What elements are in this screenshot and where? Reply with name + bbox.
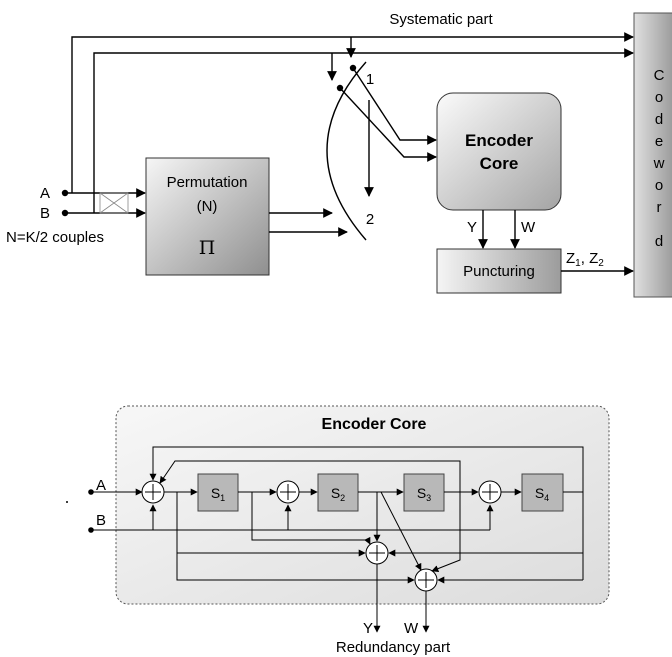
codeword-letter: w xyxy=(653,155,665,172)
switch-pos-2-label: 2 xyxy=(366,211,374,228)
svg-text:S3: S3 xyxy=(417,485,431,503)
core-out-w-label: W xyxy=(404,620,419,637)
permutation-label: Permutation xyxy=(167,174,248,191)
register-s3: S3 xyxy=(403,473,445,512)
svg-text:S1: S1 xyxy=(211,485,225,503)
stray-dot xyxy=(66,501,68,503)
top-diagram: Systematic part C o d e w o r d A B N=K xyxy=(6,11,672,298)
svg-text:S4: S4 xyxy=(535,485,549,503)
encoder-core-frame xyxy=(115,405,610,605)
codeword-letter: r xyxy=(657,199,662,216)
redundancy-label: Redundancy part xyxy=(336,639,451,656)
switch-to-encoder-1 xyxy=(352,67,437,145)
feedback-inner xyxy=(159,460,461,492)
s2-sub: 2 xyxy=(340,493,345,503)
core-out-y-label: Y xyxy=(363,620,373,637)
register-s2: S2 xyxy=(317,473,359,512)
out-y-label: Y xyxy=(467,219,477,236)
s3-to-w xyxy=(431,492,461,572)
permutation-block: Permutation (N) Π xyxy=(145,157,270,276)
switch-to-encoder-2 xyxy=(339,87,437,162)
input-a-label: A xyxy=(40,185,50,202)
adder-w xyxy=(414,568,438,592)
z-outputs-label: Z1, Z2 xyxy=(566,250,604,269)
input-b-label: B xyxy=(40,205,50,222)
systematic-line-a xyxy=(71,32,634,193)
adder-4 xyxy=(478,480,502,504)
s4-sub: 4 xyxy=(544,493,549,503)
codeword-letter: d xyxy=(655,111,663,128)
permutation-n-label: (N) xyxy=(197,198,218,215)
codeword-letter: d xyxy=(655,233,663,250)
cross-box xyxy=(99,192,129,214)
s3-label: S xyxy=(417,485,426,501)
z-separator: , xyxy=(581,250,589,267)
register-s1: S1 xyxy=(197,473,239,512)
s1-sub: 1 xyxy=(220,493,225,503)
cross-lines xyxy=(99,192,129,214)
adder-1 xyxy=(141,480,165,504)
svg-text:Z1, Z2: Z1, Z2 xyxy=(566,250,604,269)
feedback-outer xyxy=(149,446,584,492)
encoder-core-block: Encoder Core xyxy=(436,92,562,211)
switch-arc xyxy=(326,61,367,241)
s3-sub: 3 xyxy=(426,493,431,503)
core-input-a-label: A xyxy=(96,477,106,494)
codeword-letter: o xyxy=(655,89,663,106)
systematic-part-label: Systematic part xyxy=(389,11,493,28)
core-input-b-label: B xyxy=(96,512,106,529)
switch-pos-1-label: 1 xyxy=(366,71,374,88)
z2-label: Z xyxy=(589,250,598,267)
out-w-label: W xyxy=(521,219,536,236)
adder-y xyxy=(365,541,389,565)
encoder-core-label-2: Core xyxy=(480,154,519,173)
z2-sub: 2 xyxy=(598,258,604,269)
encoder-core-detail: Encoder Core A B xyxy=(66,405,610,656)
s1-label: S xyxy=(211,485,220,501)
node1-to-w xyxy=(176,492,415,584)
codeword-letter: C xyxy=(654,67,665,84)
encoder-core-title: Encoder Core xyxy=(322,416,427,433)
encoder-core-label-1: Encoder xyxy=(465,131,533,150)
adder-2 xyxy=(276,480,300,504)
s4-label: S xyxy=(535,485,544,501)
puncturing-label: Puncturing xyxy=(463,263,535,280)
codeword-letter: o xyxy=(655,177,663,194)
z1-label: Z xyxy=(566,250,575,267)
s2-label: S xyxy=(331,485,340,501)
s2-to-w xyxy=(380,491,422,571)
couples-label: N=K/2 couples xyxy=(6,229,104,246)
codeword-letters: C o d e w o r d xyxy=(653,67,665,250)
z1-sub: 1 xyxy=(575,258,581,269)
puncturing-block: Puncturing xyxy=(436,248,562,294)
codeword-letter: e xyxy=(655,133,663,150)
systematic-line-b xyxy=(93,48,634,213)
codeword-bar: C o d e w o r d xyxy=(633,12,672,298)
s1-to-y xyxy=(251,492,371,545)
permutation-pi-symbol: Π xyxy=(199,237,216,259)
svg-text:S2: S2 xyxy=(331,485,345,503)
register-s4: S4 xyxy=(521,473,564,512)
